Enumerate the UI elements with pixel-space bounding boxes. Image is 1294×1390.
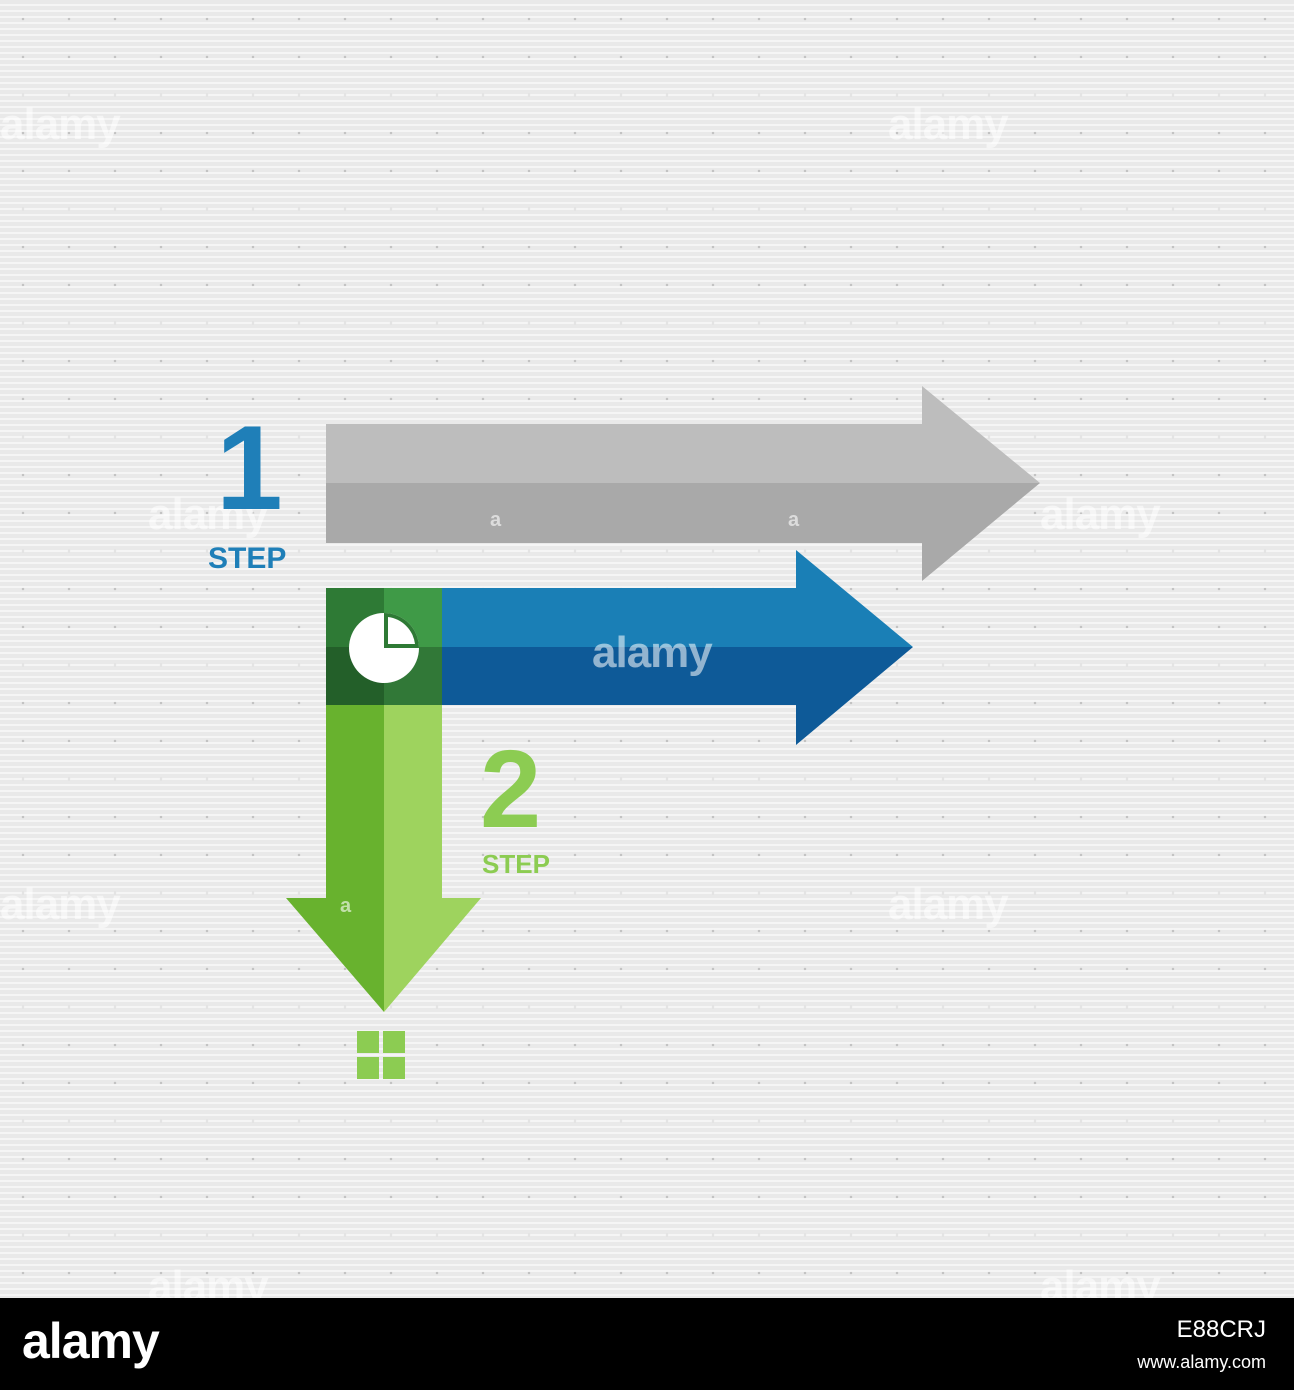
- step-arrows-diagram: a a a alamy: [286, 386, 1040, 1079]
- blue-arrow-bottom-half: [442, 647, 913, 745]
- watermark-marks: a a a: [340, 509, 800, 917]
- watermark: alamy: [1040, 490, 1161, 539]
- gray-arrow-top-half: [326, 386, 1040, 483]
- svg-text:a: a: [340, 895, 352, 917]
- green-arrow: [286, 705, 481, 1012]
- pie-chart-icon: [349, 613, 419, 683]
- watermark-on-arrow: alamy: [592, 628, 713, 677]
- footer-image-code: E88CRJ: [1176, 1316, 1266, 1343]
- blue-arrow: [442, 550, 913, 745]
- step-2-number: 2: [480, 728, 542, 851]
- footer-bar: alamy E88CRJ www.alamy.com: [0, 1298, 1294, 1390]
- step-1-label: STEP: [208, 542, 287, 575]
- watermark: alamy: [888, 100, 1009, 149]
- watermark: alamy: [148, 490, 269, 539]
- footer-url: www.alamy.com: [1137, 1352, 1266, 1372]
- green-arrow-left-half: [286, 705, 384, 1012]
- watermark: alamy: [888, 880, 1009, 929]
- green-arrow-right-half: [384, 705, 481, 1012]
- step-1-number: 1: [216, 401, 283, 535]
- footer-logo: alamy: [22, 1313, 160, 1369]
- gray-arrow-bottom-half: [326, 483, 1040, 581]
- svg-text:a: a: [788, 509, 800, 531]
- svg-text:a: a: [490, 509, 502, 531]
- step-2-label: STEP: [482, 849, 550, 879]
- watermark: alamy: [0, 100, 121, 149]
- gray-arrow: [326, 386, 1040, 581]
- blue-arrow-top-half: [442, 550, 913, 647]
- watermark: alamy: [0, 880, 121, 929]
- grid-icon: [357, 1031, 405, 1079]
